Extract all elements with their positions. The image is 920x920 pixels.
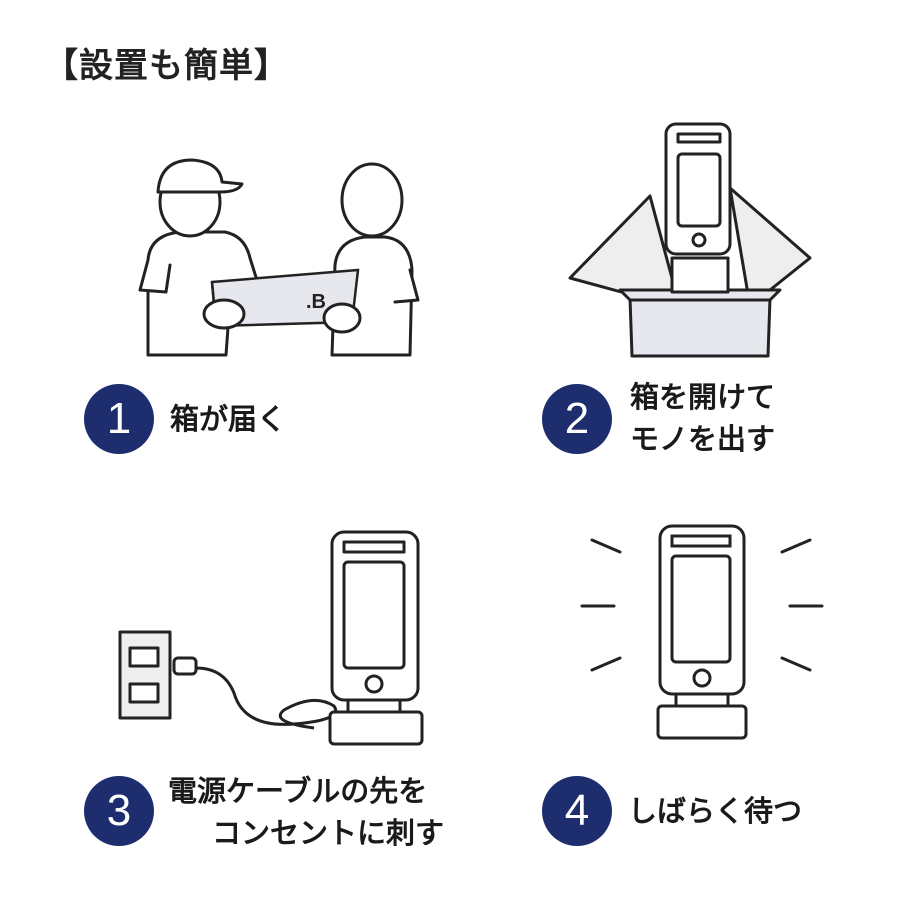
- step-2-badge: 2: [542, 384, 612, 454]
- step-4-badge: 4: [542, 776, 612, 846]
- delivery-illustration: .B: [138, 158, 420, 357]
- step-1-badge: 1: [84, 384, 154, 454]
- step-3-text: 電源ケーブルの先を コンセントに刺す: [168, 770, 444, 854]
- step-2-text: 箱を開けて モノを出す: [630, 376, 775, 460]
- box-front: [628, 296, 772, 358]
- plug-in-illustration: [118, 530, 424, 746]
- courier-cap: [156, 158, 244, 194]
- step-2-line-2: モノを出す: [630, 422, 776, 456]
- step-3-line-1: 電源ケーブルの先を: [168, 774, 428, 808]
- step-1-line-1: 箱が届く: [170, 402, 287, 436]
- power-cable: [195, 666, 338, 730]
- power-plug: [172, 656, 198, 676]
- step-3-badge: 3: [84, 776, 154, 846]
- box-logo: .B: [306, 291, 326, 313]
- step-1-text: 箱が届く: [170, 398, 286, 440]
- unboxing-illustration: [568, 122, 812, 358]
- page-title: 【設置も簡単】: [44, 46, 289, 86]
- step-4-line-1: しばらく待つ: [628, 794, 803, 828]
- person-head: [340, 162, 404, 238]
- step-2-line-1: 箱を開けて: [630, 380, 776, 414]
- courier-body: [146, 230, 262, 357]
- waiting-illustration: [580, 524, 824, 740]
- wall-outlet: [118, 630, 172, 720]
- step-4-text: しばらく待つ: [628, 790, 802, 832]
- step-3-line-2: コンセントに刺す: [212, 816, 445, 850]
